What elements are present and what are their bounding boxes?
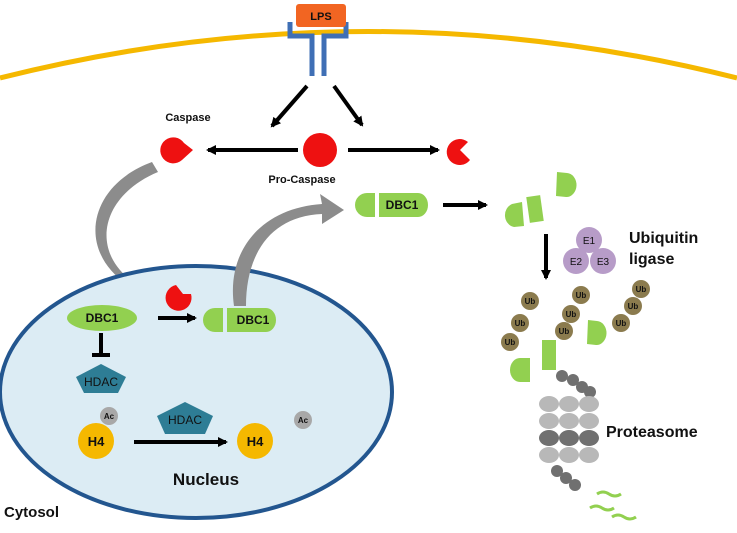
dbc1-nucleus-right-label: DBC1: [237, 313, 270, 327]
ac-right-label: Ac: [298, 416, 309, 425]
proteasome-subunit: [579, 430, 599, 446]
nucleus-label: Nucleus: [173, 470, 239, 489]
proteasome-exit-bead: [560, 472, 572, 484]
proteasome-subunit: [579, 413, 599, 429]
h4-left: [78, 423, 114, 459]
pro-caspase: [303, 133, 337, 167]
ubiquitin-label: Ub: [515, 319, 526, 328]
arrow-lps-to-procaspase-left: [270, 84, 309, 128]
arrow-lps-to-procaspase-right: [332, 84, 364, 127]
proteasome: [539, 370, 599, 491]
proteasome-exit-bead: [551, 465, 563, 477]
lps-ligand: LPS: [296, 4, 346, 27]
proteasome-subunit: [559, 413, 579, 429]
proteasome-subunit: [579, 447, 599, 463]
ubiquitin-bead: [572, 286, 590, 304]
ubiquitin-bead: [612, 314, 630, 332]
ubiquitin-label: Ub: [628, 302, 639, 311]
hdac-bottom-label: HDAC: [168, 413, 202, 427]
proteasome-entry-bead: [556, 370, 568, 382]
ubiquitin-label: Ub: [576, 291, 587, 300]
ac-left: [100, 407, 118, 425]
cytosol-label: Cytosol: [4, 504, 59, 521]
lps-label: LPS: [310, 11, 331, 23]
ubiquitin-bead: [511, 314, 529, 332]
arrow-dbc1-fragment-to-cytosol: [232, 194, 344, 306]
degraded-peptides: [589, 490, 637, 521]
ubiquitin-bead: [632, 280, 650, 298]
pro-caspase-label: Pro-Caspase: [268, 174, 335, 186]
h4-right-label: H4: [247, 434, 264, 449]
caspase-nucleus: [165, 285, 192, 311]
ubiquitin-bead: [562, 305, 580, 323]
proteasome-subunit: [559, 447, 579, 463]
cell-membrane: [0, 29, 737, 81]
proteasome-subunit: [579, 396, 599, 412]
ubiquitinated-fragments: [510, 320, 607, 382]
caspase-right: [446, 139, 470, 166]
proteasome-entry-bead: [567, 374, 579, 386]
ubiquitin-ligase-label-line2: ligase: [629, 251, 674, 268]
proteasome-subunit: [559, 430, 579, 446]
ubiquitin-label: Ub: [566, 310, 577, 319]
proteasome-subunit: [559, 396, 579, 412]
hdac-top: [76, 364, 126, 393]
e3: [590, 248, 616, 274]
ubiquitin-label: Ub: [559, 327, 570, 336]
e1-label: E1: [583, 236, 596, 247]
e2-label: E2: [570, 257, 583, 268]
ubiquitin-ligase-label-line1: Ubiquitin: [629, 230, 698, 247]
proteasome-entry-bead: [584, 386, 596, 398]
dbc1-cytosol-label: DBC1: [386, 198, 419, 212]
dbc1-cytosol-cleaved: [355, 193, 428, 217]
dbc1-nucleus-intact: [67, 305, 137, 331]
e1: [576, 227, 602, 253]
inhibition-dbc1-hdac: [92, 333, 110, 357]
lps-receptor: [287, 22, 349, 76]
dbc1-fragments: [504, 172, 577, 227]
ubiquitin-bead: [501, 333, 519, 351]
ubiquitin-bead: [555, 322, 573, 340]
ubiquitin-label: Ub: [525, 297, 536, 306]
hdac-bottom: [157, 402, 213, 434]
dbc1-nucleus-left-label: DBC1: [86, 311, 119, 325]
ubiquitin-bead: [624, 297, 642, 315]
e2: [563, 248, 589, 274]
proteasome-subunit: [539, 430, 559, 446]
ubiquitin-label: Ub: [636, 285, 647, 294]
ubiquitin-label: Ub: [616, 319, 627, 328]
caspase-left: [160, 137, 193, 164]
proteasome-label: Proteasome: [606, 424, 698, 441]
proteasome-subunit: [539, 413, 559, 429]
ubiquitin-bead: [521, 292, 539, 310]
h4-left-label: H4: [88, 434, 105, 449]
h4-right: [237, 423, 273, 459]
proteasome-subunit: [539, 396, 559, 412]
arrow-caspase-to-nucleus: [95, 162, 158, 302]
hdac-top-label: HDAC: [84, 375, 118, 389]
proteasome-subunit: [539, 447, 559, 463]
ubiquitin-ligase-complex: [563, 227, 616, 274]
e3-label: E3: [597, 257, 610, 268]
ubiquitin-label: Ub: [505, 338, 516, 347]
proteasome-exit-bead: [569, 479, 581, 491]
ac-right: [294, 411, 312, 429]
caspase-label: Caspase: [165, 112, 210, 124]
ac-left-label: Ac: [104, 412, 115, 421]
dbc1-nucleus-cleaved: [203, 308, 276, 332]
